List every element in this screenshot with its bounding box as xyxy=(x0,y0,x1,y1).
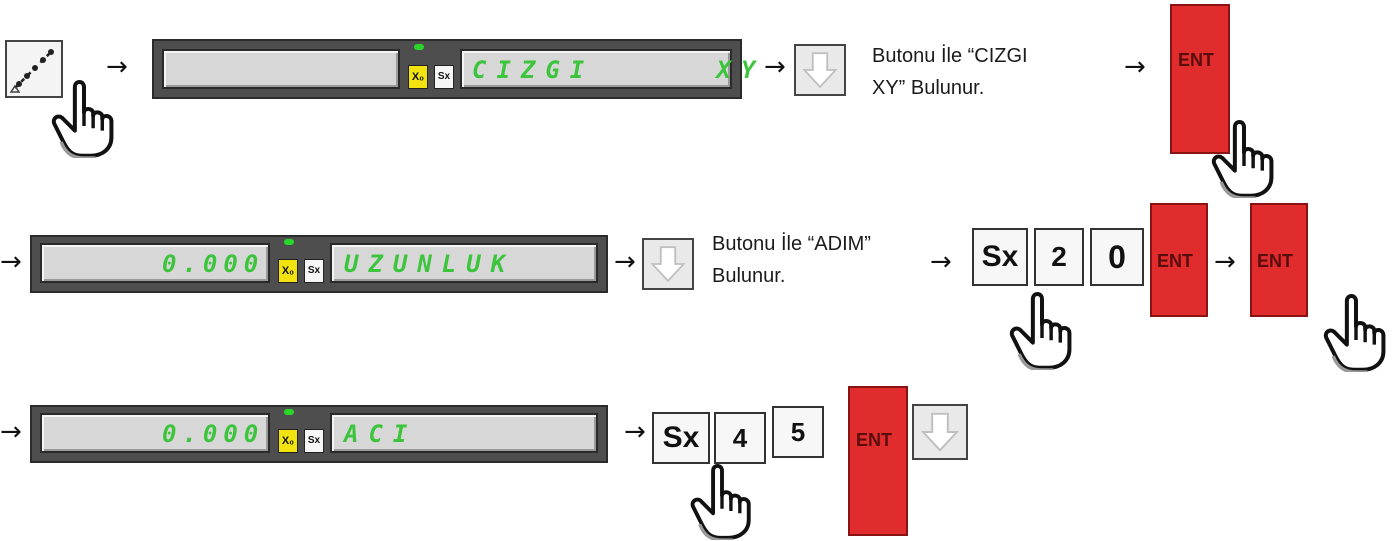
message-text: UZUNLUK xyxy=(344,250,516,278)
dro-display-panel: 0.000 X₀ Sx UZUNLUK xyxy=(30,235,608,293)
message-text: ACI xyxy=(344,420,418,448)
flow-arrow: → xyxy=(624,417,646,447)
flow-arrow: → xyxy=(930,247,952,277)
x0-indicator-led xyxy=(414,44,424,50)
ent-label: ENT xyxy=(856,430,892,450)
flow-arrow: → xyxy=(1214,247,1236,277)
ent-label: ENT xyxy=(1157,251,1193,271)
digit-key-0[interactable]: 0 xyxy=(1090,228,1144,286)
message-display: CIZGI XY xyxy=(460,49,755,89)
message-text: CIZGI XY xyxy=(472,56,766,84)
ent-label: ENT xyxy=(1178,50,1214,70)
hand-pointer-icon xyxy=(1006,290,1078,370)
ent-key[interactable]: ENT xyxy=(1170,4,1230,154)
hand-pointer-icon xyxy=(686,462,758,540)
flow-arrow: → xyxy=(0,247,22,277)
ent-label: ENT xyxy=(1257,251,1293,271)
flow-arrow: → xyxy=(0,417,22,447)
sx-key[interactable]: Sx xyxy=(652,412,710,464)
ent-key[interactable]: ENT xyxy=(848,386,908,536)
down-arrow-icon xyxy=(796,46,844,94)
axis-value: 0.000 xyxy=(162,420,265,448)
message-display: UZUNLUK xyxy=(330,243,598,283)
down-arrow-key[interactable] xyxy=(794,44,846,96)
step-note-line: Butonu İle “ADIM” xyxy=(712,233,871,255)
hand-pointer-icon xyxy=(1320,292,1392,372)
axis-display xyxy=(162,49,400,89)
x0-key[interactable]: X₀ xyxy=(278,259,298,283)
flow-arrow: → xyxy=(614,247,636,277)
down-arrow-key[interactable] xyxy=(912,404,968,460)
digit-key-5[interactable]: 5 xyxy=(772,406,824,458)
down-arrow-icon xyxy=(914,406,966,458)
dro-display-panel: 0.000 X₀ Sx ACI xyxy=(30,405,608,463)
step-note: Butonu İle “ADIM” Bulunur. xyxy=(712,228,871,292)
down-arrow-key[interactable] xyxy=(642,238,694,290)
ent-key[interactable]: ENT xyxy=(1250,203,1308,317)
x0-key[interactable]: X₀ xyxy=(278,429,298,453)
x0-indicator-led xyxy=(284,239,294,245)
x0-key[interactable]: X₀ xyxy=(408,65,428,89)
sx-key[interactable]: Sx xyxy=(304,429,324,453)
sx-key[interactable]: Sx xyxy=(304,259,324,283)
axis-display: 0.000 xyxy=(40,413,270,453)
axis-value: 0.000 xyxy=(162,250,265,278)
axis-display: 0.000 xyxy=(40,243,270,283)
flow-arrow: → xyxy=(764,52,786,82)
line-function-key[interactable] xyxy=(5,40,63,98)
dro-display-panel: X₀ Sx CIZGI XY xyxy=(152,39,755,99)
flow-arrow: → xyxy=(106,52,128,82)
ent-key[interactable]: ENT xyxy=(1150,203,1208,317)
hand-pointer-icon xyxy=(48,78,120,158)
digit-key-2[interactable]: 2 xyxy=(1034,228,1084,286)
digit-key-4[interactable]: 4 xyxy=(714,412,766,464)
step-note-line: XY” Bulunur. xyxy=(872,77,985,99)
step-note-line: Butonu İle “CIZGI xyxy=(872,45,1028,67)
down-arrow-icon xyxy=(644,240,692,288)
line-icon xyxy=(9,49,54,93)
x0-indicator-led xyxy=(284,409,294,415)
step-note-line: Bulunur. xyxy=(712,265,786,287)
sx-key[interactable]: Sx xyxy=(972,228,1028,286)
flow-arrow: → xyxy=(1124,52,1146,82)
hand-pointer-icon xyxy=(1208,118,1280,198)
sx-key[interactable]: Sx xyxy=(434,65,454,89)
step-note: Butonu İle “CIZGI XY” Bulunur. xyxy=(872,40,1028,104)
message-display: ACI xyxy=(330,413,598,453)
